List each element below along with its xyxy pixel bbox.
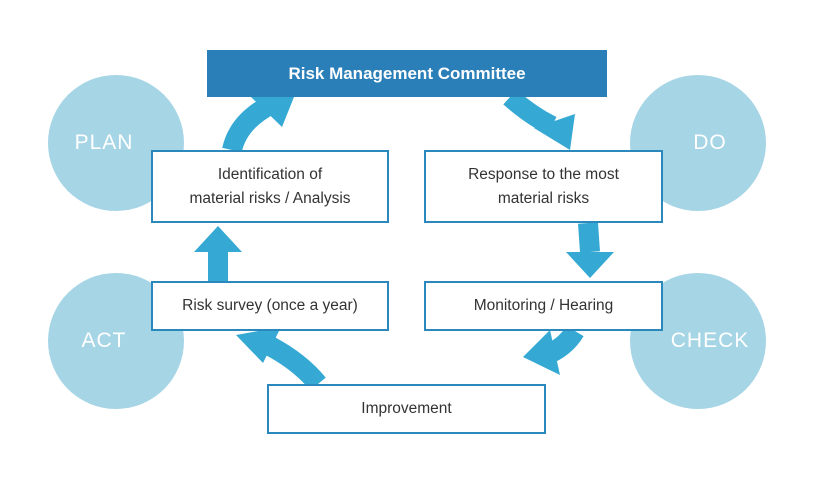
arrowhead-survey <box>236 327 281 363</box>
arrow-improvement-to-survey <box>265 337 326 391</box>
arrowhead-improvement <box>523 330 560 375</box>
do-label: DO <box>693 131 727 154</box>
response-box: Response to the most material risks <box>424 150 663 223</box>
arrow-response-to-monitoring <box>578 222 600 253</box>
identification-box: Identification of material risks / Analy… <box>151 150 389 223</box>
arrowhead-response <box>534 114 575 150</box>
arrow-plan-to-committee <box>222 96 275 153</box>
arrowhead-committee <box>250 92 296 127</box>
check-circle: CHECK <box>630 273 766 409</box>
plan-circle: PLAN <box>48 75 184 211</box>
arrowhead-identification <box>194 226 242 252</box>
improvement-label: Improvement <box>361 400 452 417</box>
monitoring-label: Monitoring / Hearing <box>473 297 614 314</box>
act-label: ACT <box>81 329 127 352</box>
monitoring-box: Monitoring / Hearing <box>424 281 663 331</box>
response-line-2: material risks <box>497 189 590 207</box>
identification-line-2: material risks / Analysis <box>189 189 351 207</box>
risk-survey-label: Risk survey (once a year) <box>182 297 358 314</box>
improvement-box: Improvement <box>267 384 546 434</box>
response-line-1: Response to the most <box>468 165 619 183</box>
committee-title: Risk Management Committee <box>207 50 607 97</box>
plan-label: PLAN <box>74 131 134 154</box>
identification-line-1: Identification of <box>217 165 323 183</box>
committee-title-text: Risk Management Committee <box>288 63 526 83</box>
risk-survey-box: Risk survey (once a year) <box>151 281 389 331</box>
arrowhead-monitoring <box>566 252 614 278</box>
check-label: CHECK <box>670 329 750 352</box>
arrow-committee-to-response <box>503 89 557 135</box>
